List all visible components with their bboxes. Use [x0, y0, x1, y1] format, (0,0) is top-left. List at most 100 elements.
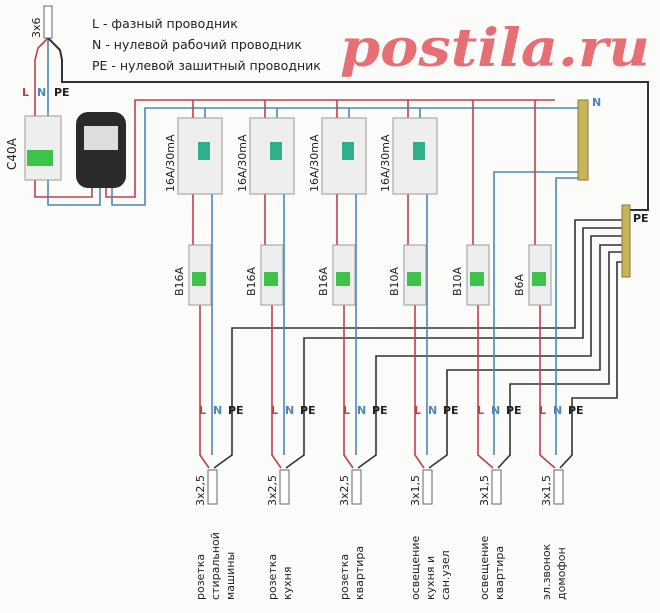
input-n-label: N: [37, 86, 46, 99]
circuit-phase-wire: [271, 305, 282, 469]
circuit-earth-wire: [559, 261, 622, 469]
legend-pe: PE - нулевой зашитный проводник: [92, 58, 321, 73]
circuit-neutral-label: N: [553, 404, 562, 417]
mcb-rating: B16A: [317, 266, 330, 296]
circuit-earth-wire: [357, 235, 622, 469]
circuit-earth-wire: [285, 227, 622, 469]
circuit-description: машины: [224, 552, 237, 600]
cable-size-label: 3x1,5: [409, 475, 422, 506]
circuit-cable: [491, 469, 502, 505]
circuit-neutral-label: N: [428, 404, 437, 417]
circuit-cable: [279, 469, 290, 505]
main-breaker-label: C40A: [5, 137, 19, 170]
rcd-rating: 16A/30mA: [164, 134, 177, 192]
circuit-neutral-label: N: [285, 404, 294, 417]
main-breaker-toggle: [27, 150, 53, 166]
circuit-phase-label: L: [539, 404, 546, 417]
circuit-phase-label: L: [477, 404, 484, 417]
breaker-meter-phase: [34, 180, 93, 198]
circuit-neutral-wire: [493, 171, 587, 455]
circuit-description: квартира: [353, 546, 366, 600]
mcb-rating: B10A: [451, 266, 464, 296]
circuit-description: домофон: [555, 547, 568, 600]
legend-l: L - фазный проводник: [92, 16, 238, 31]
circuit-description: квартира: [493, 546, 506, 600]
circuit-earth-label: PE: [506, 404, 522, 417]
meter-display: [84, 126, 118, 150]
circuit-earth-label: PE: [300, 404, 316, 417]
circuit-earth-label: PE: [228, 404, 244, 417]
main-breaker: [24, 115, 62, 181]
circuit-cable: [422, 469, 433, 505]
cable-size-label: 3x1,5: [478, 475, 491, 506]
mcb-rating: B10A: [388, 266, 401, 296]
circuit-earth-wire: [497, 251, 622, 469]
circuit-phase-wire: [199, 305, 210, 469]
rcd-toggle: [413, 142, 425, 160]
circuit-description: кухня и: [424, 556, 437, 600]
mcb-toggle: [470, 272, 484, 286]
circuit-earth-label: PE: [443, 404, 459, 417]
circuit-earth-wire: [213, 219, 622, 469]
circuit-neutral-wire: [555, 177, 587, 455]
input-phase-wire: [34, 37, 49, 118]
circuit-description: освещение: [409, 536, 422, 600]
legend-n: N - нулевой рабочий проводник: [92, 37, 302, 52]
circuit-phase-wire: [414, 305, 425, 469]
circuit-phase-label: L: [343, 404, 350, 417]
circuit-neutral-label: N: [357, 404, 366, 417]
circuit-earth-label: PE: [372, 404, 388, 417]
input-cable-label: 3x6: [30, 17, 43, 38]
mcb-toggle: [407, 272, 421, 286]
circuit-description: розетка: [338, 554, 351, 600]
mcb-toggle: [532, 272, 546, 286]
mcb-toggle: [336, 272, 350, 286]
circuit-description: кухня: [281, 567, 294, 600]
input-cable: [43, 5, 53, 39]
phase-bus: [105, 99, 555, 198]
rcd-rating: 16A/30mA: [379, 134, 392, 192]
devices: [24, 5, 631, 505]
circuit-description: эл.звонок: [540, 543, 553, 600]
watermark-logo: postila.ru: [340, 18, 650, 79]
input-earth-wire: [47, 37, 649, 211]
circuit-phase-label: L: [271, 404, 278, 417]
pe-bus-label: PE: [633, 212, 649, 225]
rcd-toggle: [342, 142, 354, 160]
circuit-description: розетка: [266, 554, 279, 600]
circuit-phase-wire: [477, 305, 494, 469]
circuit-phase-wire: [343, 305, 354, 469]
rcd-rating: 16A/30mA: [308, 134, 321, 192]
circuit-neutral-label: N: [491, 404, 500, 417]
circuit-description: сан.узел: [439, 550, 452, 600]
circuit-neutral-label: N: [213, 404, 222, 417]
circuit-phase-label: L: [414, 404, 421, 417]
neutral-bus: [111, 107, 580, 206]
circuit-description: стиральной: [209, 532, 222, 600]
mcb-toggle: [192, 272, 206, 286]
circuit-description: освещение: [478, 536, 491, 600]
cable-size-label: 3x2,5: [338, 475, 351, 506]
earth-busbar: [621, 204, 631, 278]
circuit-cable: [553, 469, 564, 505]
mcb-rating: B6A: [513, 273, 526, 296]
circuit-cable: [207, 469, 218, 505]
rcd-toggle: [198, 142, 210, 160]
circuit-phase-wire: [539, 305, 556, 469]
input-l-label: L: [22, 86, 29, 99]
mcb-toggle: [264, 272, 278, 286]
circuit-cable: [351, 469, 362, 505]
circuit-earth-wire: [428, 244, 622, 469]
rcd-toggle: [270, 142, 282, 160]
n-bus-label: N: [592, 96, 601, 109]
legend: L - фазный проводник N - нулевой рабочий…: [92, 16, 321, 73]
circuit-phase-label: L: [199, 404, 206, 417]
mcb-rating: B16A: [173, 266, 186, 296]
cable-size-label: 3x1,5: [540, 475, 553, 506]
circuit-earth-label: PE: [568, 404, 584, 417]
neutral-busbar: [577, 99, 589, 181]
wires: [34, 37, 649, 469]
